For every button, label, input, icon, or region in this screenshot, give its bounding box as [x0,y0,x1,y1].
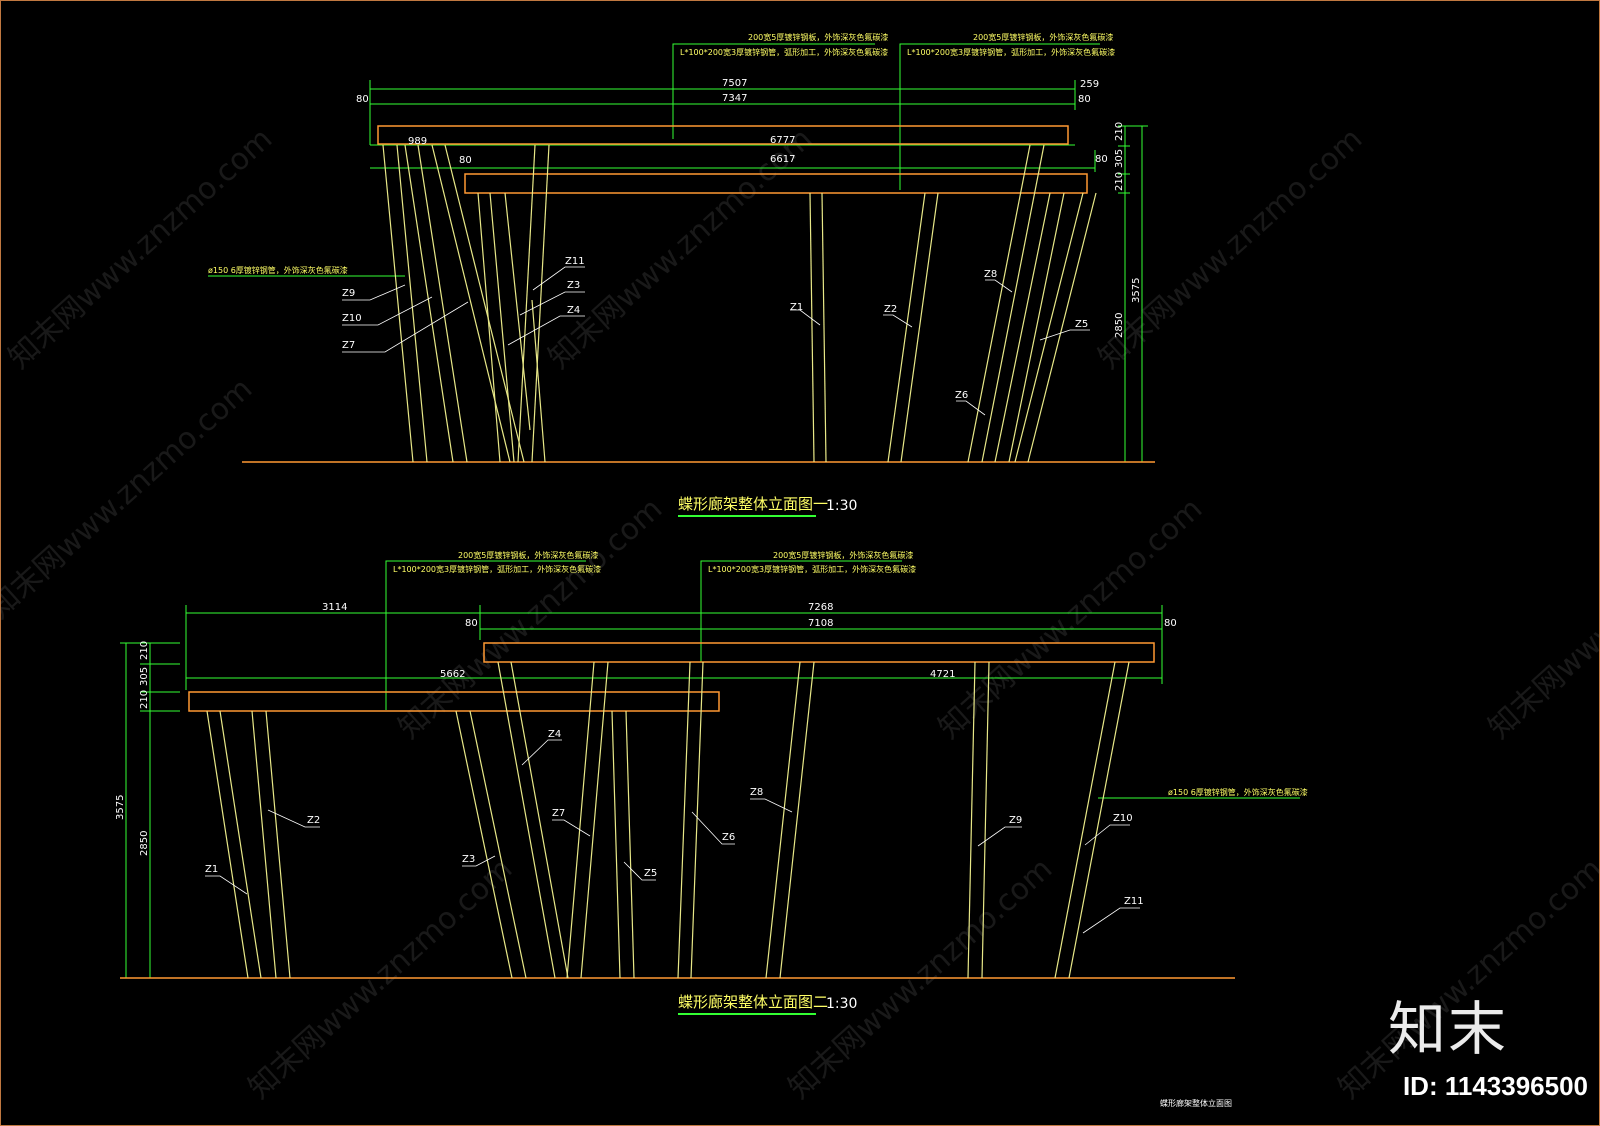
e1-label-z9: Z9 [342,288,355,299]
e1-title: 蝶形廊架整体立面图一 [678,495,828,513]
e2-title: 蝶形廊架整体立面图二 [678,993,828,1011]
watermark-text: 知末网www.znzmo.com [1092,121,1369,376]
e1-dim-6617: 6617 [770,154,795,165]
e2-scale: 1:30 [826,996,857,1012]
e2-label-z3: Z3 [462,854,475,865]
e1-label-leaders [342,266,1090,416]
e2-label-z10: Z10 [1113,813,1133,824]
e2-dim-3114: 3114 [322,602,347,613]
e1-dim-7347: 7347 [722,93,747,104]
e2-dim-210-bottom: 210 [139,690,150,709]
e2-label-z7: Z7 [552,808,565,819]
e1-label-z1: Z1 [790,302,803,313]
e2-column-labels: Z4 Z2 Z1 Z3 Z7 Z5 Z6 Z8 Z9 Z10 Z11 [205,729,1144,907]
e1-dim-2850: 2850 [1114,313,1125,338]
e1-dim-80-end: 80 [1095,154,1108,165]
e1-note-plate-b: 200宽5厚镀锌钢板，外饰深灰色氟碳漆 [973,32,1113,42]
e2-columns [206,661,1130,979]
e1-dim-7507: 7507 [722,78,747,89]
watermark-text: 知末网www.znzmo.com [1482,491,1600,746]
sheet-caption: 蝶形廊架整体立面图 [1160,1099,1232,1108]
image-id-watermark: ID: 1143396500 [1402,1071,1588,1101]
e2-label-z5: Z5 [644,868,657,879]
e1-beams [377,125,1088,194]
e1-notes: 200宽5厚镀锌钢板，外饰深灰色氟碳漆 L*100*200宽3厚镀锌钢管，弧形加… [208,32,1115,275]
e1-dim-989: 989 [408,136,427,147]
e1-scale: 1:30 [826,498,857,514]
watermark-text: 知末网www.znzmo.com [2,121,279,376]
e2-label-z6: Z6 [722,832,735,843]
e1-dim-259: 259 [1080,79,1099,90]
e1-dim-210-bottom: 210 [1114,172,1125,191]
e1-label-z8: Z8 [984,269,997,280]
e1-dim-80-right: 80 [1078,94,1091,105]
e2-label-leaders [205,739,1140,934]
e1-dim-210-top: 210 [1114,122,1125,141]
e1-dim-80-left: 80 [356,94,369,105]
e1-label-z6: Z6 [955,390,968,401]
e1-label-z7: Z7 [342,340,355,351]
e2-dim-2850: 2850 [139,831,150,856]
e2-dim-305: 305 [139,667,150,686]
e2-dim-7268: 7268 [808,602,833,613]
e2-dimension-lines [120,605,1163,979]
e1-note-tube-b: L*100*200宽3厚镀锌钢管，弧形加工，外饰深灰色氟碳漆 [907,47,1115,57]
e2-dim-3575: 3575 [115,795,126,820]
e1-column-labels: Z9 Z10 Z7 Z11 Z3 Z4 Z1 Z2 Z8 Z5 Z6 [342,256,1088,401]
e2-label-z11: Z11 [1124,896,1144,907]
e1-dimension-lines [369,80,1148,463]
watermark-text: 知末网www.znzmo.com [392,491,669,746]
e2-note-leaders [385,560,1300,799]
watermark-text: 知末网www.znzmo.com [1332,851,1600,1106]
e2-dim-7108: 7108 [808,618,833,629]
e1-note-pipe: ø150 6厚镀锌钢管，外饰深灰色氟碳漆 [208,265,348,275]
e1-dim-3575: 3575 [1131,278,1142,303]
e2-note-pipe: ø150 6厚镀锌钢管，外饰深灰色氟碳漆 [1168,787,1308,797]
e1-dim-305: 305 [1114,149,1125,168]
e1-note-tube-a: L*100*200宽3厚镀锌钢管，弧形加工，外饰深灰色氟碳漆 [680,47,888,57]
elevation-1: 7507 7347 80 259 80 989 6777 80 6617 80 … [208,32,1155,517]
e1-note-plate-a: 200宽5厚镀锌钢板，外饰深灰色氟碳漆 [748,32,888,42]
e2-label-z2: Z2 [307,815,320,826]
e2-label-z1: Z1 [205,864,218,875]
e2-dim-5662: 5662 [440,669,465,680]
e2-dim-210-top: 210 [139,641,150,660]
e1-dimension-text: 7507 7347 80 259 80 989 6777 80 6617 80 … [356,78,1142,338]
e2-note-plate-b: 200宽5厚镀锌钢板，外饰深灰色氟碳漆 [773,550,913,560]
watermark-text: 知末网www.znzmo.com [0,371,259,626]
elevation-2: 3114 7268 80 7108 80 5662 4721 210 305 2… [115,550,1308,1015]
e2-beams [188,642,1155,712]
brand-watermark: 知末 [1387,995,1508,1063]
e1-label-z4: Z4 [567,305,580,316]
e1-dim-6777: 6777 [770,135,795,146]
e1-dim-80-inner: 80 [459,155,472,166]
e2-note-tube-a: L*100*200宽3厚镀锌钢管，弧形加工，外饰深灰色氟碳漆 [393,564,601,574]
e1-label-z5: Z5 [1075,319,1088,330]
e2-label-z4: Z4 [548,729,561,740]
e1-columns [382,144,1097,463]
e2-note-tube-b: L*100*200宽3厚镀锌钢管，弧形加工，外饰深灰色氟碳漆 [708,564,916,574]
e2-dim-80-right: 80 [1164,618,1177,629]
e2-dimension-text: 3114 7268 80 7108 80 5662 4721 210 305 2… [115,602,1177,856]
e1-label-z3: Z3 [567,280,580,291]
e1-label-z11: Z11 [565,256,585,267]
e2-dim-4721: 4721 [930,669,955,680]
e2-notes: 200宽5厚镀锌钢板，外饰深灰色氟碳漆 L*100*200宽3厚镀锌钢管，弧形加… [393,550,1308,797]
e2-note-plate-a: 200宽5厚镀锌钢板，外饰深灰色氟碳漆 [458,550,598,560]
e1-note-leaders [208,43,1100,277]
e1-label-z2: Z2 [884,304,897,315]
e2-label-z9: Z9 [1009,815,1022,826]
e2-label-z8: Z8 [750,787,763,798]
e1-label-z10: Z10 [342,313,362,324]
e2-dim-80-left: 80 [465,618,478,629]
